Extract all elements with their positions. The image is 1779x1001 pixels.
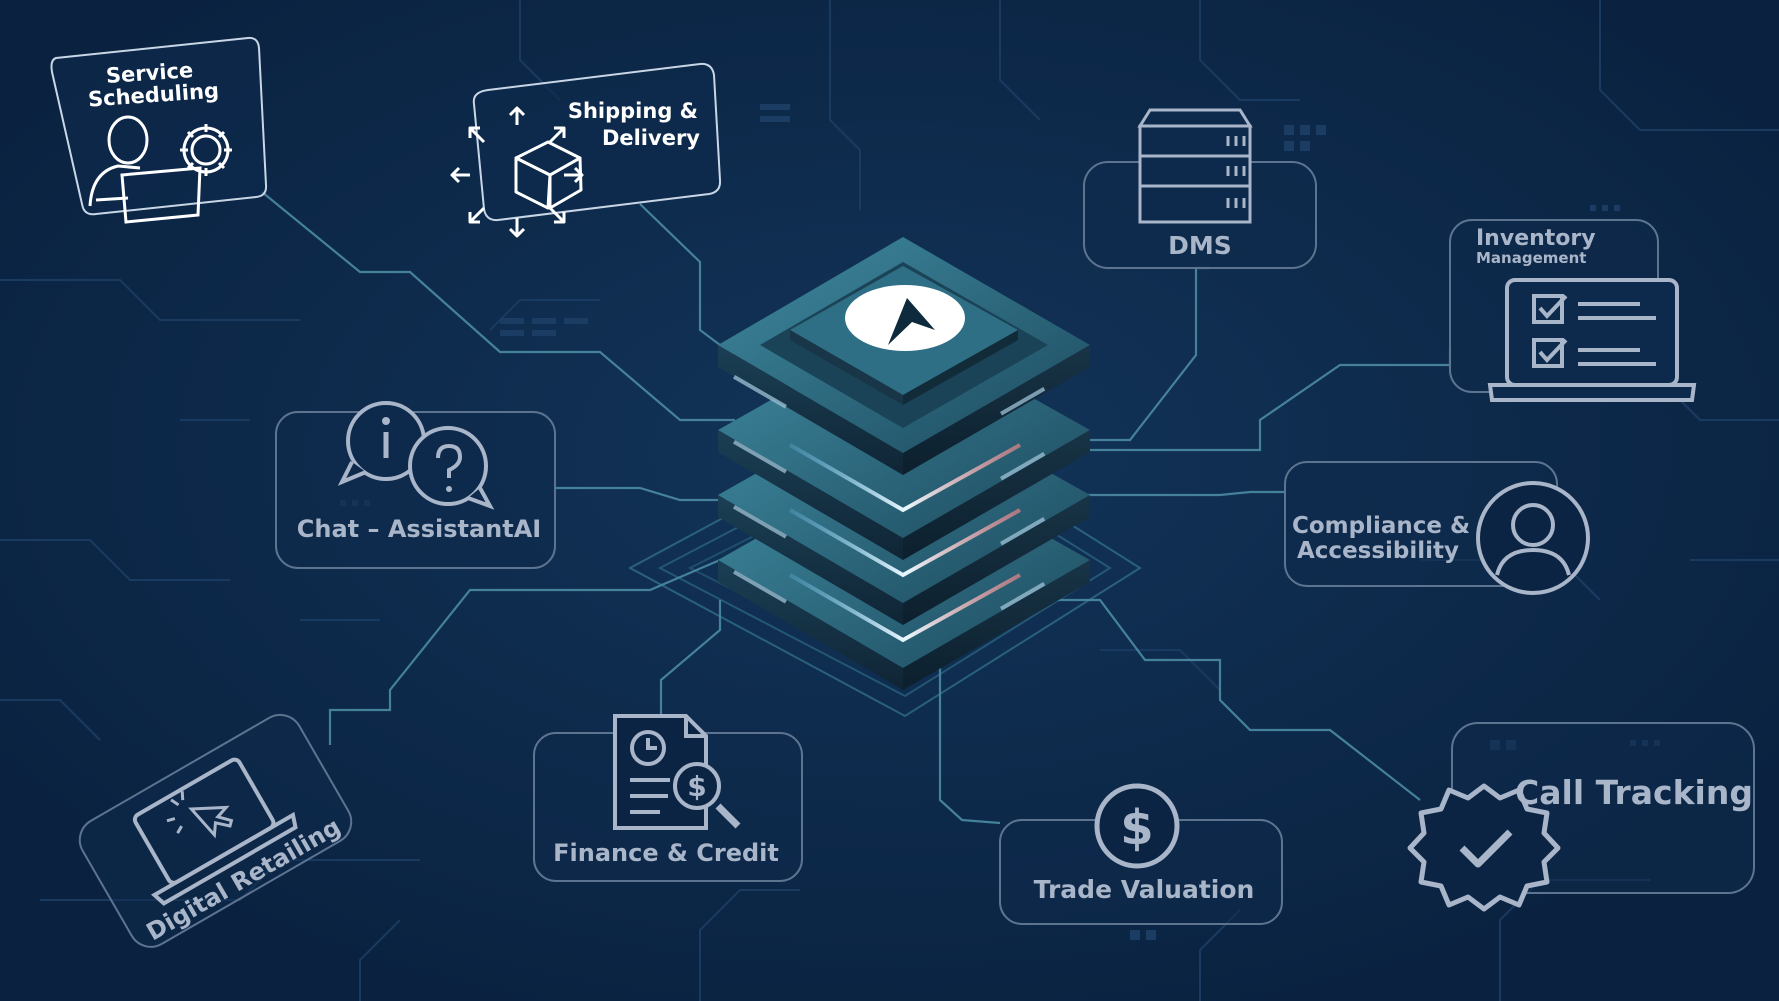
trade-valuation-label: Trade Valuation [1034, 875, 1255, 904]
person-laptop-gear-icon [88, 115, 232, 224]
svg-text:$: $ [1120, 800, 1153, 856]
node-service-scheduling[interactable]: Service Scheduling [50, 36, 268, 224]
hub-logo-icon [845, 285, 965, 351]
inventory-title: Inventory [1476, 226, 1596, 251]
server-panel-lights [733, 375, 1046, 611]
server-rack-icon [1137, 108, 1253, 224]
dollar-circle-icon: $ [1094, 783, 1180, 869]
chat-bubbles-icon [337, 401, 495, 510]
node-shipping-delivery[interactable]: Shipping & Delivery [450, 62, 722, 238]
shipping-delivery-line2: Delivery [602, 126, 700, 150]
inventory-subtitle: Management [1476, 249, 1586, 267]
node-chat-assistant[interactable]: Chat – AssistantAI [275, 401, 556, 569]
laptop-cursor-icon [132, 757, 298, 906]
hub-server-stack [718, 237, 1090, 690]
node-inventory-management[interactable]: Inventory Management [1449, 219, 1697, 402]
node-dms[interactable]: DMS [1083, 108, 1317, 269]
svg-text:$: $ [687, 770, 706, 803]
compliance-line2: Accessibility [1297, 538, 1459, 564]
node-call-tracking[interactable]: Call Tracking [1407, 722, 1755, 912]
node-compliance-accessibility[interactable]: Compliance & Accessibility [1284, 461, 1590, 595]
call-tracking-label: Call Tracking [1515, 773, 1753, 812]
badge-check-icon [1407, 783, 1561, 912]
user-circle-icon [1476, 481, 1590, 595]
chat-assistant-label: Chat – AssistantAI [297, 515, 541, 543]
document-dollar-magnifier-icon: $ [613, 714, 741, 830]
compliance-line1: Compliance & [1292, 513, 1470, 539]
dms-label: DMS [1168, 231, 1232, 260]
shipping-delivery-line1: Shipping & [568, 99, 698, 123]
node-finance-credit[interactable]: $ Finance & Credit [533, 714, 803, 882]
node-trade-valuation[interactable]: $ Trade Valuation [999, 783, 1283, 925]
box-arrows-icon [450, 106, 584, 238]
laptop-checklist-icon [1487, 278, 1697, 402]
finance-credit-label: Finance & Credit [553, 839, 779, 867]
